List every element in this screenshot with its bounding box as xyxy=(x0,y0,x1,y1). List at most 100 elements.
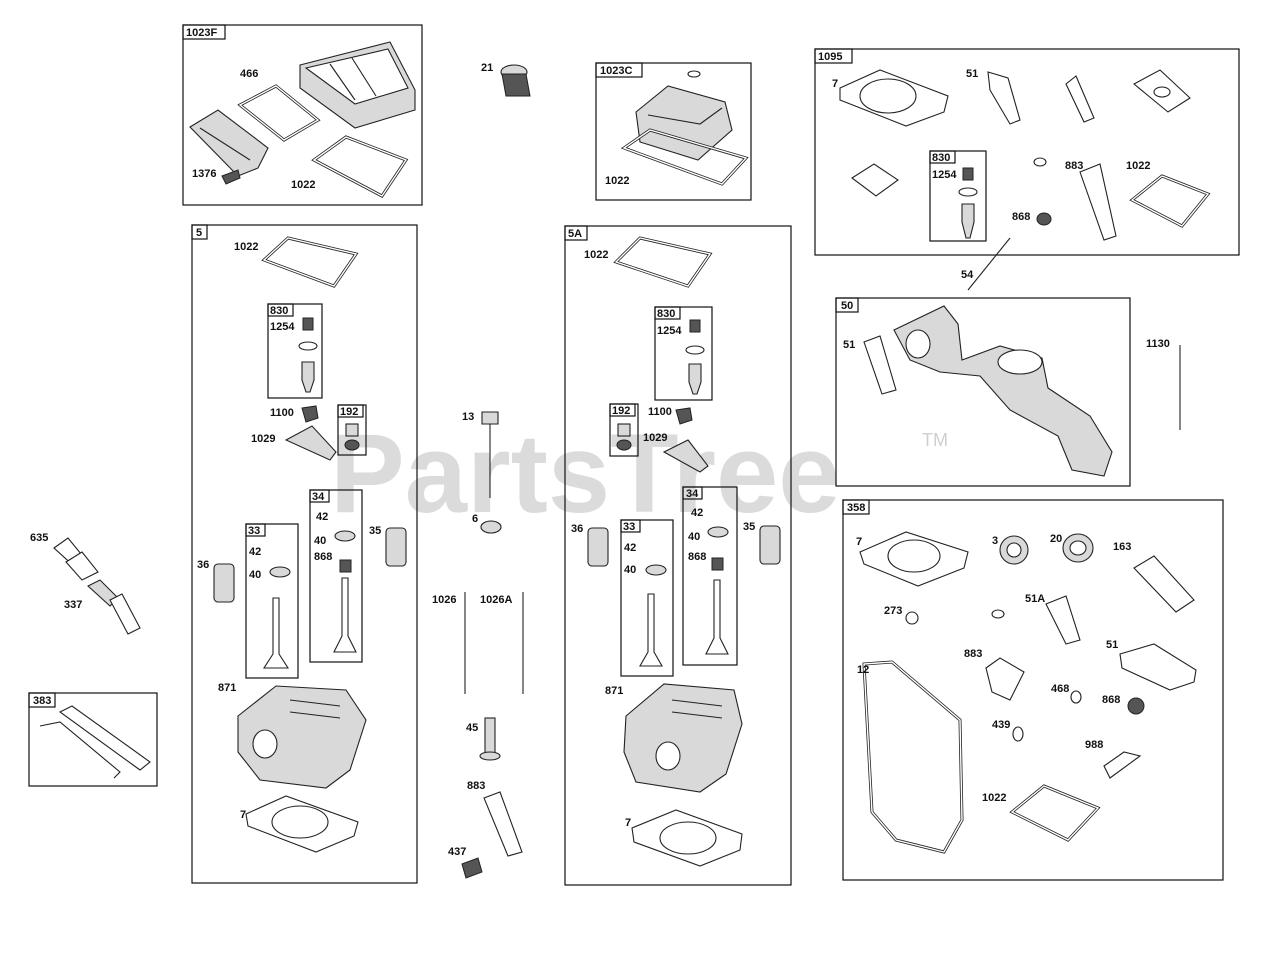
breather-part[interactable] xyxy=(189,109,269,177)
gasket-1022-358[interactable] xyxy=(1009,784,1101,842)
gasket-883-1095[interactable] xyxy=(1079,163,1117,241)
head-gasket-7-5[interactable] xyxy=(245,795,359,853)
gasket-883-358[interactable] xyxy=(985,657,1025,701)
callout-51-50: 51 xyxy=(843,339,855,351)
callout-40-5Ab: 40 xyxy=(688,531,700,543)
head-gasket-7-1095[interactable] xyxy=(839,69,949,127)
valve-cover-part[interactable] xyxy=(299,41,416,129)
gasket-883[interactable]: 883 xyxy=(467,780,523,857)
callout-7: 7 xyxy=(832,78,838,90)
head-gasket-7-5A[interactable] xyxy=(631,809,743,867)
callout-45: 45 xyxy=(466,722,478,734)
gasket-1022-1023F[interactable] xyxy=(311,135,409,198)
group-label-1023C: 1023C xyxy=(600,65,632,77)
nut-1254-1095[interactable] xyxy=(962,167,974,181)
oring-439[interactable] xyxy=(1012,726,1024,742)
group-label-830-5A: 830 xyxy=(657,308,675,320)
callout-883: 883 xyxy=(1065,160,1083,172)
valve-cover-1023C[interactable] xyxy=(635,85,733,161)
gasket-51-50[interactable] xyxy=(863,335,897,395)
callout-1026: 1026 xyxy=(432,594,456,606)
oring-468[interactable] xyxy=(1070,690,1082,704)
stud-1095[interactable] xyxy=(961,203,975,239)
group-50[interactable]: 50 51 xyxy=(835,297,1131,487)
callout-42-5Aa: 42 xyxy=(624,542,636,554)
callout-13: 13 xyxy=(462,411,474,423)
washer-small-1095[interactable] xyxy=(1033,157,1047,167)
callout-35-5A: 35 xyxy=(743,521,755,533)
watermark-tm: TM xyxy=(922,430,948,450)
group-1023C[interactable]: 1023C 1022 xyxy=(595,62,752,201)
part-21-cap[interactable]: 21 xyxy=(481,62,531,97)
gasket-intake-b[interactable] xyxy=(1133,69,1191,113)
gasket-163[interactable] xyxy=(1133,555,1195,613)
bolt-13[interactable]: 13 xyxy=(462,411,499,498)
gasket-51-358[interactable] xyxy=(1119,643,1197,691)
callout-988: 988 xyxy=(1085,739,1103,751)
callout-273: 273 xyxy=(884,605,902,617)
gasket-466[interactable] xyxy=(237,84,321,142)
callout-35-5: 35 xyxy=(369,525,381,537)
washer-358[interactable] xyxy=(991,609,1005,619)
crankcase-gasket-12[interactable] xyxy=(862,660,964,854)
group-label-1095: 1095 xyxy=(818,51,842,63)
tappet-45[interactable]: 45 xyxy=(466,717,501,761)
callout-36-5: 36 xyxy=(197,559,209,571)
gasket-51-1095[interactable] xyxy=(987,71,1021,125)
washer-1095[interactable] xyxy=(958,187,978,197)
group-label-33-5: 33 xyxy=(248,525,260,537)
spark-plug-boot-635[interactable]: 635 xyxy=(30,532,99,581)
spring-36-5[interactable] xyxy=(213,563,235,603)
pushrod-1026A[interactable]: 1026A xyxy=(480,592,524,694)
gasket-1022-1095[interactable] xyxy=(1129,174,1211,228)
callout-6: 6 xyxy=(472,513,478,525)
pushrod-1026[interactable]: 1026 xyxy=(432,592,466,694)
group-5[interactable]: 5 1022 830 1254 1100 1029 192 34 42 40 8… xyxy=(191,224,418,884)
head-gasket-7-358[interactable] xyxy=(859,531,969,587)
group-5A[interactable]: 5A 1022 830 1254 192 1100 1029 34 42 40 … xyxy=(564,225,792,886)
callout-40-5a: 40 xyxy=(314,535,326,547)
spark-plug-337[interactable]: 337 xyxy=(64,579,141,635)
plate-988[interactable] xyxy=(1103,751,1142,779)
gasket-1022-5A[interactable] xyxy=(613,236,713,288)
gasket-1022-5[interactable] xyxy=(261,236,359,288)
gasket-intake-a[interactable] xyxy=(1065,75,1095,123)
spring-36-5A[interactable] xyxy=(587,527,609,567)
seal-868-1095[interactable] xyxy=(1036,212,1052,226)
callout-51-358: 51 xyxy=(1106,639,1118,651)
callout-868-5: 868 xyxy=(314,551,332,563)
cylinder-head-5[interactable] xyxy=(237,685,367,789)
gasket-small-1095[interactable] xyxy=(851,163,899,197)
spark-plug-wrench[interactable] xyxy=(58,705,151,771)
callout-1029-5A: 1029 xyxy=(643,432,667,444)
group-383[interactable]: 383 xyxy=(28,692,158,787)
rocker-arm-5A[interactable] xyxy=(662,439,709,473)
callout-42-5b: 42 xyxy=(249,546,261,558)
rod-1130[interactable]: 1130 xyxy=(1146,338,1181,430)
group-label-5: 5 xyxy=(196,227,202,239)
cylinder-head-5A[interactable] xyxy=(623,683,743,793)
washer-6[interactable]: 6 xyxy=(472,513,502,534)
group-1095[interactable]: 1095 7 51 830 1254 883 1022 868 xyxy=(814,48,1240,256)
gasket-51A[interactable] xyxy=(1045,595,1081,645)
rocker-arm-5[interactable] xyxy=(284,425,337,461)
seal-868-358[interactable] xyxy=(1127,697,1145,715)
callout-1376: 1376 xyxy=(192,168,216,180)
bolt-1376[interactable] xyxy=(221,169,241,185)
group-358[interactable]: 358 7 3 20 163 273 51A 12 883 51 468 868… xyxy=(842,499,1224,881)
manifold-50[interactable] xyxy=(893,305,1113,477)
callout-20: 20 xyxy=(1050,533,1062,545)
callout-54: 54 xyxy=(961,269,974,281)
spring-35-5[interactable] xyxy=(385,527,407,567)
spring-35-5A[interactable] xyxy=(759,525,781,565)
screw-437[interactable]: 437 xyxy=(448,846,483,879)
callout-42-5Ab: 42 xyxy=(691,507,703,519)
callout-871-5: 871 xyxy=(218,682,236,694)
callout-1254-5: 1254 xyxy=(270,321,295,333)
callout-1022-1095: 1022 xyxy=(1126,160,1150,172)
group-1023F[interactable]: 1023F 466 1376 1022 xyxy=(182,24,423,206)
callout-3: 3 xyxy=(992,535,998,547)
bolt-54[interactable]: 54 xyxy=(961,237,1011,291)
oring-273[interactable] xyxy=(905,611,919,625)
